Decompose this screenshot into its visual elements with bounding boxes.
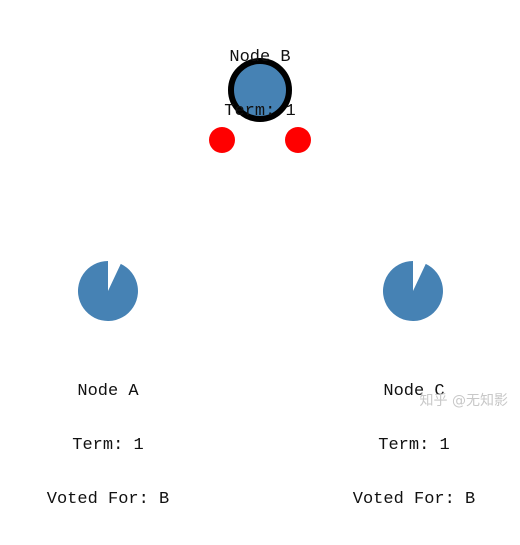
- node-b-term: Term: 1: [224, 102, 296, 121]
- node-c-term: Term: 1: [378, 436, 450, 455]
- node-b-label: Node B Term: 1: [200, 13, 320, 157]
- node-a-voted-for: Voted For: B: [46, 490, 170, 509]
- node-c-label: Node C Term: 1 Voted For: B: [334, 347, 494, 545]
- heartbeat-message-to-a: [209, 127, 235, 153]
- node-c-voted-for: Voted For: B: [352, 490, 476, 509]
- node-a-name: Node A: [77, 382, 139, 401]
- watermark: 知乎 @无知影: [419, 393, 508, 409]
- node-a-label: Node A Term: 1 Voted For: B: [28, 347, 188, 545]
- cluster-canvas: [77, 58, 443, 322]
- node-c-name: Node C: [383, 382, 445, 401]
- node-b-leader-circle[interactable]: [228, 58, 292, 122]
- heartbeat-message-to-c: [285, 127, 311, 153]
- node-a-term: Term: 1: [72, 436, 144, 455]
- node-b-name: Node B: [229, 48, 291, 67]
- node-c-follower-timer[interactable]: [382, 261, 443, 322]
- raft-cluster-diagram: Node B Term: 1 Node A Term: 1 Voted For:…: [47, 13, 508, 509]
- node-a-follower-timer[interactable]: [77, 261, 138, 322]
